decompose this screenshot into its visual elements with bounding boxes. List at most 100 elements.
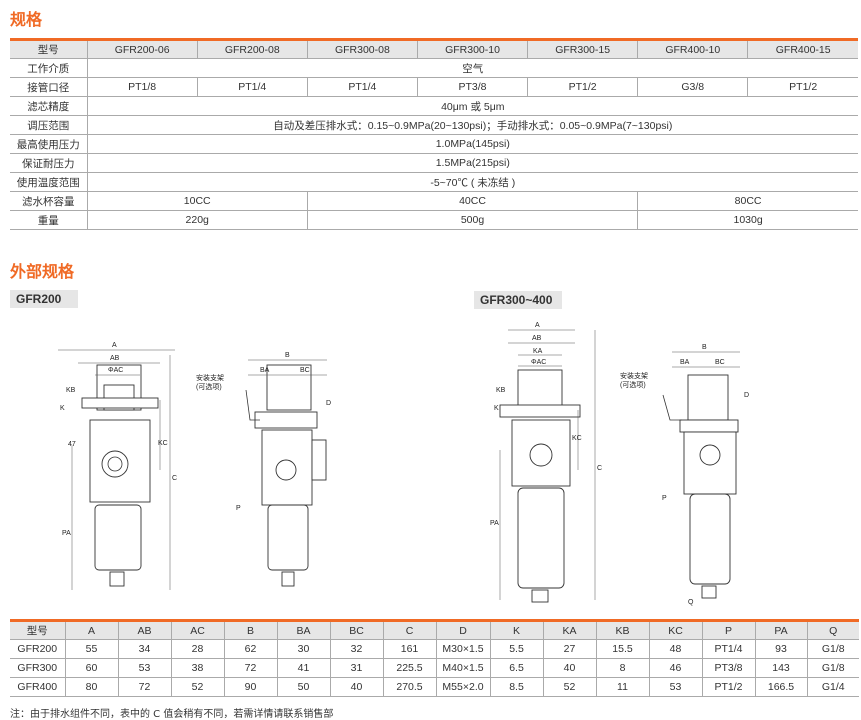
- cell: PT3/8: [416, 77, 529, 97]
- row-label: 保证耐压力: [10, 153, 88, 173]
- header-cell: GFR400-15: [747, 39, 858, 59]
- bracket-label: (可选项): [196, 382, 222, 391]
- cell: G1/4: [806, 677, 859, 697]
- cell: 15.5: [595, 639, 650, 659]
- gfr300-front-drawing: [499, 329, 596, 603]
- dim-label: AB: [110, 355, 120, 362]
- header-cell: 型号: [10, 620, 66, 640]
- cell: 40: [329, 677, 384, 697]
- header-cell: PA: [754, 620, 808, 640]
- header-cell: AC: [170, 620, 225, 640]
- cell: 143: [754, 658, 808, 678]
- header-cell: A: [64, 620, 119, 640]
- cell: 55: [64, 639, 119, 659]
- dim-label: D: [744, 392, 749, 399]
- header-cell: Q: [806, 620, 859, 640]
- dim-label: B: [285, 352, 290, 359]
- cell: 1.0MPa(145psi): [86, 134, 858, 154]
- header-cell: KC: [648, 620, 703, 640]
- header-cell: B: [223, 620, 278, 640]
- dim-label: ΦAC: [108, 367, 123, 374]
- spec-title: 规格: [10, 10, 43, 29]
- header-cell: GFR300-08: [306, 39, 418, 59]
- cell: 80: [64, 677, 119, 697]
- gfr300-side-drawing: [662, 351, 740, 599]
- cell: 60: [64, 658, 119, 678]
- dim-label: C: [597, 465, 602, 472]
- dim-label: BA: [260, 367, 270, 374]
- gfr200-front-drawing: [58, 349, 175, 590]
- cell: PT1/4: [306, 77, 418, 97]
- cell: G3/8: [637, 77, 749, 97]
- cell: 自动及差压排水式：0.15~0.9MPa(20~130psi)；手动排水式：0.…: [86, 115, 858, 135]
- header-cell: GFR300-10: [416, 39, 529, 59]
- dim-label: D: [326, 400, 331, 407]
- dim-label: P: [662, 495, 667, 502]
- dim-label: KB: [496, 387, 506, 394]
- dim-label: ΦAC: [531, 359, 546, 366]
- dims-title: 外部规格: [10, 262, 75, 281]
- dim-label: K: [60, 405, 65, 412]
- gfr200-side-drawing: [245, 359, 327, 587]
- cell: 225.5: [382, 658, 437, 678]
- cell: 53: [117, 658, 172, 678]
- cell: 62: [223, 639, 278, 659]
- cell: GFR200: [10, 639, 66, 659]
- cell: M55×2.0: [435, 677, 491, 697]
- cell: 52: [170, 677, 225, 697]
- header-cell: KB: [595, 620, 650, 640]
- bracket-label: 安装支架: [620, 371, 648, 380]
- cell: PT1/4: [196, 77, 308, 97]
- cell: 161: [382, 639, 437, 659]
- dim-label: P: [236, 505, 241, 512]
- cell: 72: [223, 658, 278, 678]
- header-cell: 型号: [10, 39, 88, 59]
- cell: 30: [276, 639, 331, 659]
- cell: GFR300: [10, 658, 66, 678]
- dim-label: KB: [66, 387, 76, 394]
- bracket-label: (可选项): [620, 380, 646, 389]
- dim-label: KC: [158, 440, 168, 447]
- header-cell: GFR400-10: [637, 39, 749, 59]
- cell: 34: [117, 639, 172, 659]
- dim-label: PA: [490, 520, 499, 527]
- cell: 220g: [86, 210, 308, 230]
- header-cell: D: [435, 620, 491, 640]
- dim-label: A: [112, 342, 117, 349]
- cell: G1/8: [806, 639, 859, 659]
- cell: 38: [170, 658, 225, 678]
- cell: 46: [648, 658, 703, 678]
- dim-label: A: [535, 322, 540, 329]
- cell: 1030g: [637, 210, 858, 230]
- cell: PT3/8: [701, 658, 756, 678]
- cell: 8: [595, 658, 650, 678]
- dim-label: K: [494, 405, 499, 412]
- cell: 40: [542, 658, 597, 678]
- cell: 11: [595, 677, 650, 697]
- cell: 93: [754, 639, 808, 659]
- cell: 48: [648, 639, 703, 659]
- cell: 5.5: [489, 639, 544, 659]
- dim-label: AB: [532, 335, 542, 342]
- cell: 8.5: [489, 677, 544, 697]
- gfr300-label: GFR300~400: [474, 291, 562, 309]
- header-cell: C: [382, 620, 437, 640]
- cell: 270.5: [382, 677, 437, 697]
- header-cell: GFR200-06: [86, 39, 198, 59]
- header-cell: BC: [329, 620, 384, 640]
- cell: 6.5: [489, 658, 544, 678]
- dim-label: KC: [572, 435, 582, 442]
- row-label: 滤芯精度: [10, 96, 88, 116]
- cell: 31: [329, 658, 384, 678]
- cell: 27: [542, 639, 597, 659]
- dim-label: 47: [68, 441, 76, 448]
- cell: 41: [276, 658, 331, 678]
